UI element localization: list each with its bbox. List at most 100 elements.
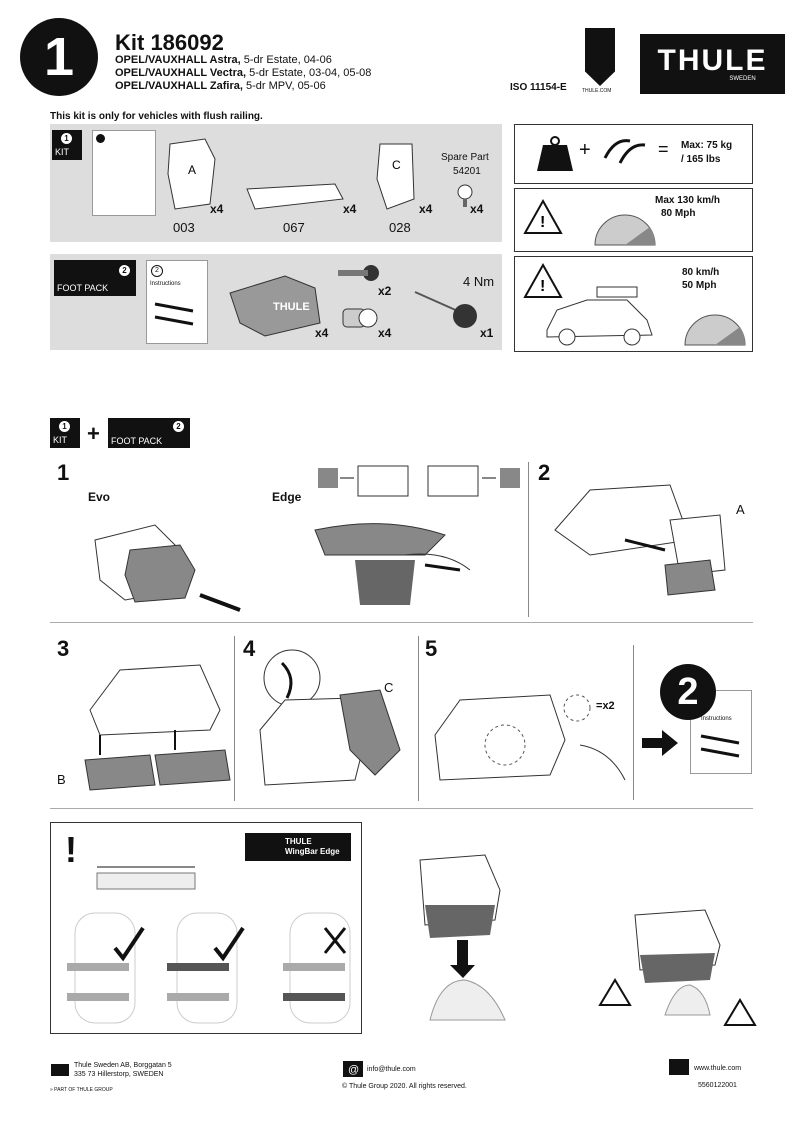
step-2-number: 2 <box>538 460 551 485</box>
locks-qty: x4 <box>378 326 392 340</box>
combo-plus: + <box>87 421 100 446</box>
warning-triangle-icon <box>723 998 757 1026</box>
kit-instruction-sheet <box>92 130 156 216</box>
spare-screw-icon <box>457 184 473 207</box>
speed-warning-box: ! Max 130 km/h 80 Mph <box>514 188 753 252</box>
plus-sign: + <box>579 139 591 161</box>
checkmark-icon <box>113 926 145 962</box>
divider <box>418 636 419 801</box>
svg-text:C: C <box>392 158 401 172</box>
label-a: A <box>736 502 745 517</box>
roof-bar-icon <box>603 139 646 164</box>
car-speed-warning-box: ! 80 km/h 50 Mph <box>514 256 753 352</box>
combo-kit-box-icon: 1 KIT <box>50 418 80 448</box>
step-2-illustration <box>554 484 726 596</box>
edge-label: Edge <box>272 490 302 504</box>
step-1-evo-illustration <box>94 524 241 612</box>
flush-railing-notice: This kit is only for vehicles with flush… <box>50 111 263 122</box>
speedometer-icon <box>594 214 656 246</box>
part-028-code: 028 <box>389 220 411 235</box>
copyright: © Thule Group 2020. All rights reserved. <box>342 1083 467 1090</box>
wingbar-badge: THULE WingBar Edge <box>245 833 351 861</box>
svg-text:A: A <box>188 163 196 177</box>
kit-title: Kit 186092 <box>115 30 224 55</box>
foot-clamped-illustration <box>598 909 757 1026</box>
step-number: 1 <box>43 27 75 87</box>
foot-on-rail-illustration <box>419 854 506 1021</box>
address-line-2: 335 73 Hillerstorp, SWEDEN <box>74 1071 164 1078</box>
vehicle-line: OPEL/VAUXHALL Astra, 5-dr Estate, 04-06 <box>115 54 332 66</box>
edge-detach-diagram <box>318 465 520 497</box>
step-5-illustration <box>434 694 626 781</box>
divider <box>50 808 753 809</box>
next-arrow-icon <box>642 730 678 756</box>
kit-panel: 1 KIT A x4 003 x4 067 C x4 028 Spare Par… <box>50 124 502 242</box>
exclamation-icon: ! <box>65 829 77 870</box>
part-003-bracket-icon: A <box>167 138 216 210</box>
spare-part-label: Spare Part <box>441 152 489 163</box>
max-speed-mph: 80 Mph <box>661 208 696 219</box>
spare-part-number: 54201 <box>453 166 481 177</box>
mail-envelope-icon <box>51 1064 69 1076</box>
spare-part-qty: x4 <box>470 202 484 216</box>
next-step-number: 2 <box>677 670 699 713</box>
step-3-illustration <box>84 664 231 791</box>
divider <box>633 645 634 800</box>
foot-instruction-sheet: 2 Instructions <box>146 260 208 344</box>
address-line-1: Thule Sweden AB, Borggatan 5 <box>74 1062 172 1069</box>
tool-qty: x1 <box>480 326 494 340</box>
car-with-roof-rack-icon <box>546 286 653 346</box>
evo-label: Evo <box>88 490 111 504</box>
website-url[interactable]: www.thule.com <box>694 1065 742 1072</box>
email-address[interactable]: info@thule.com <box>367 1066 416 1073</box>
wingbar-notice-box: ! THULE WingBar Edge <box>50 822 362 1034</box>
step-circle: 1 <box>20 18 98 96</box>
key-icon <box>338 265 379 281</box>
max-speed-kmh: Max 130 km/h <box>655 195 721 206</box>
part-067-code: 067 <box>283 220 305 235</box>
document-number: 5560122001 <box>698 1082 737 1089</box>
guarantee-badge-icon <box>585 28 615 86</box>
next-instruction-sheet: Instructions <box>690 690 752 774</box>
dashed-circle-icon <box>563 694 591 722</box>
feet-qty: x4 <box>315 326 329 340</box>
foot-pack-panel: 2 FOOT PACK 2 Instructions THULE x4 x2 x… <box>50 254 502 350</box>
torque-label: 4 Nm <box>463 274 495 289</box>
speed-mph: 50 Mph <box>682 280 717 291</box>
part-067-pad-icon <box>246 183 344 210</box>
step-3-number: 3 <box>57 636 70 661</box>
divider <box>234 636 235 801</box>
step-4-illustration <box>259 689 401 786</box>
kit-box-icon: 1 KIT <box>52 130 82 160</box>
next-step-circle: 2 <box>660 664 716 720</box>
svg-text:THULE: THULE <box>273 301 310 313</box>
divider <box>528 462 529 617</box>
equals-sign: = <box>658 139 669 159</box>
warning-triangle-icon: ! <box>523 262 563 298</box>
svg-text:!: ! <box>540 278 545 295</box>
part-067-qty: x4 <box>343 202 357 216</box>
cross-icon <box>323 927 347 954</box>
part-003-code: 003 <box>173 220 195 235</box>
load-warning-box: + = Max: 75 kg / 165 lbs <box>514 124 753 184</box>
x2-label: =x2 <box>596 700 615 712</box>
weight-icon <box>537 136 573 171</box>
badge-label: THULE.COM <box>582 88 612 94</box>
divider <box>50 622 753 623</box>
part-028-qty: x4 <box>419 202 433 216</box>
combo-foot-box-icon: 2 FOOT PACK <box>108 418 190 448</box>
max-load-kg: Max: 75 kg <box>681 140 733 151</box>
iso-standard: ISO 11154-E <box>510 82 567 93</box>
max-load-lbs: / 165 lbs <box>681 154 721 165</box>
bar-length-diagram <box>96 866 196 890</box>
warning-triangle-icon: ! <box>523 198 563 234</box>
svg-text:@: @ <box>348 1064 359 1076</box>
step-1-edge-illustration <box>314 523 471 605</box>
part-028-clamp-icon: C <box>376 143 415 210</box>
website-house-icon <box>669 1059 689 1075</box>
speedometer-icon <box>684 314 746 346</box>
step-4-number: 4 <box>243 636 256 661</box>
email-at-icon: @ <box>343 1061 363 1077</box>
step-5-number: 5 <box>425 636 438 661</box>
torque-tool-icon <box>414 291 477 328</box>
